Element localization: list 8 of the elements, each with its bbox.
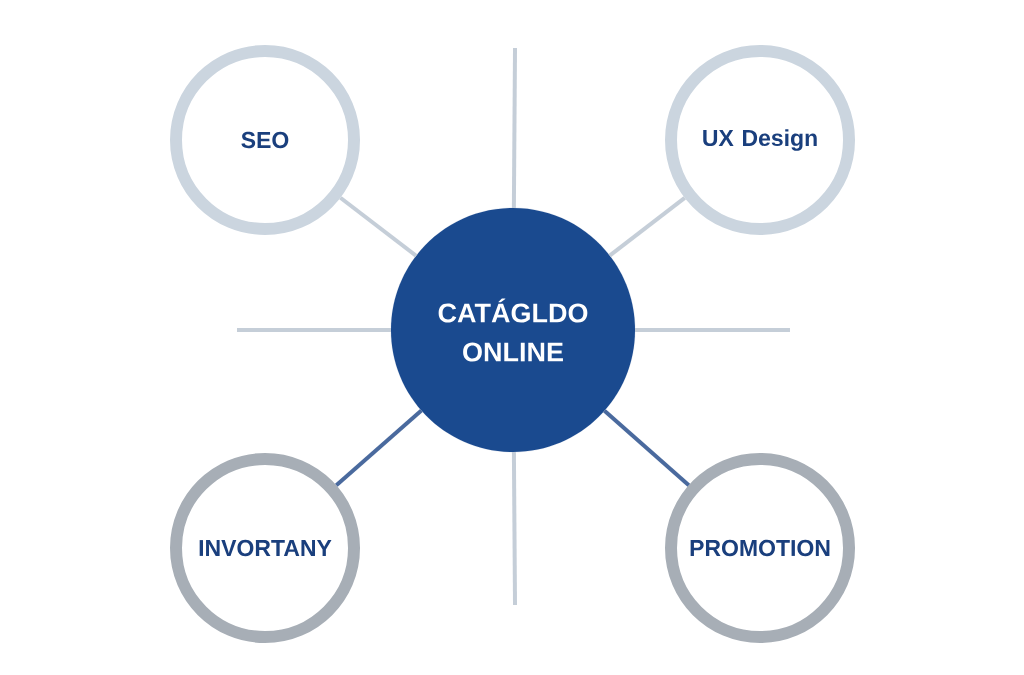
connector-line <box>339 196 418 258</box>
connector-line <box>335 409 423 487</box>
connector-line <box>608 196 686 258</box>
connector-line <box>635 328 790 332</box>
connector-line <box>511 451 517 605</box>
connector-line <box>237 328 391 332</box>
connector-line <box>511 47 517 208</box>
connector-line <box>603 409 691 487</box>
